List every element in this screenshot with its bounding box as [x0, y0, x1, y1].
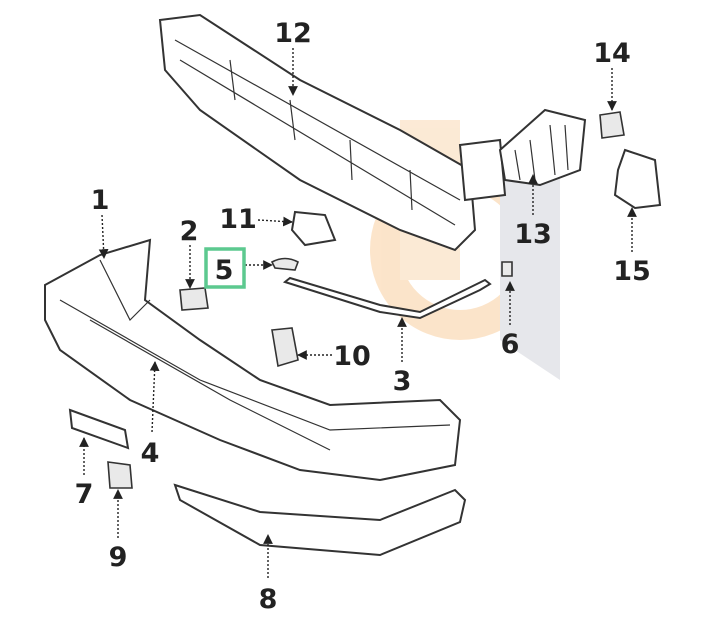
callout-3[interactable]: 3: [393, 366, 412, 397]
callout-14[interactable]: 14: [593, 38, 631, 69]
highlight-box: [204, 247, 246, 289]
callout-9[interactable]: 9: [109, 542, 128, 573]
leader-lines: [79, 48, 637, 578]
callout-1[interactable]: 1: [91, 185, 110, 216]
part-12-impact-bar: [158, 13, 477, 252]
callout-6[interactable]: 6: [501, 329, 520, 360]
callout-13[interactable]: 13: [514, 219, 552, 250]
callout-10[interactable]: 10: [333, 341, 371, 372]
part-13-energy-absorber: [458, 108, 587, 202]
callout-12[interactable]: 12: [274, 18, 312, 49]
callout-2[interactable]: 2: [180, 216, 199, 247]
part-15-plate: [613, 148, 662, 210]
part-6-clip: [501, 261, 513, 277]
part-1-bumper-fascia: [44, 238, 462, 482]
callout-8[interactable]: 8: [259, 584, 278, 615]
part-5-clip: [270, 257, 299, 271]
part-14-bracket: [599, 111, 625, 139]
part-10-bracket: [271, 327, 299, 368]
callout-11[interactable]: 11: [219, 204, 257, 235]
callout-5[interactable]: 5: [215, 255, 234, 286]
part-2-bracket: [179, 287, 209, 311]
part-11-bracket: [290, 210, 337, 247]
callout-4[interactable]: 4: [141, 438, 160, 469]
part-9-clip: [107, 461, 133, 489]
callout-15[interactable]: 15: [613, 256, 651, 287]
part-7-bracket: [68, 408, 130, 450]
part-8-lower-molding: [173, 483, 467, 557]
callout-7[interactable]: 7: [75, 479, 94, 510]
part-3-molding: [282, 276, 492, 320]
